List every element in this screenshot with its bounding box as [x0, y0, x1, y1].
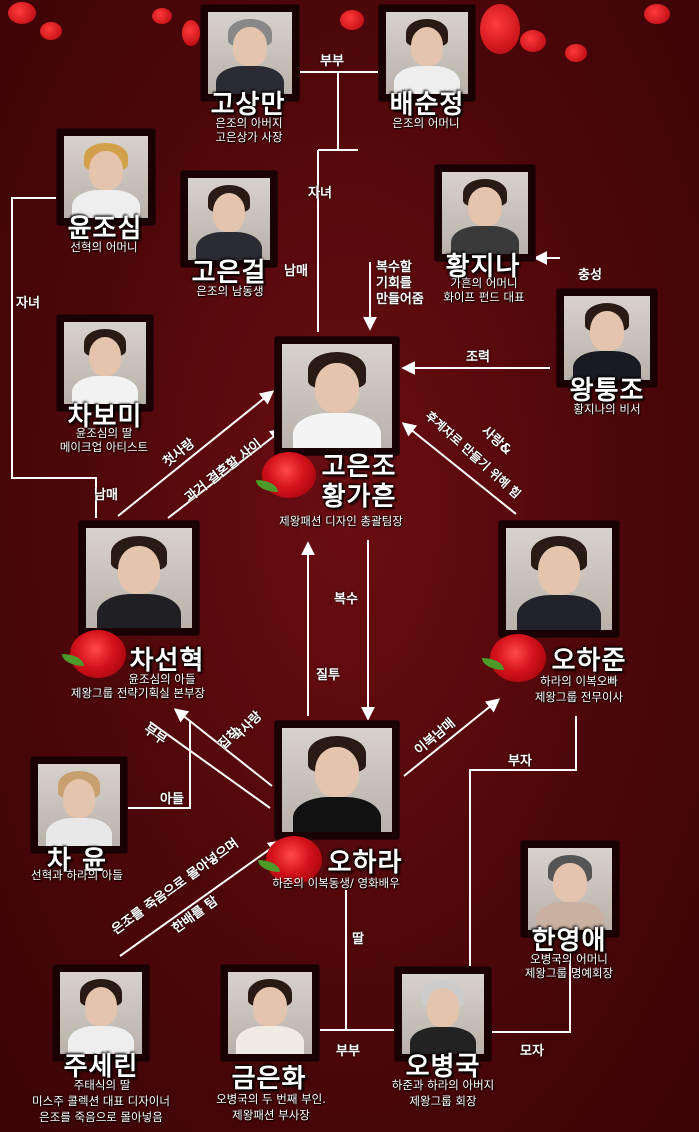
name-go-sangman: 고상만 — [210, 90, 286, 120]
desc-geum-eunhwa-2: 제왕패션 부사장 — [232, 1108, 310, 1122]
desc-cha-seonhyeok-1: 윤조심의 아들 — [128, 672, 196, 686]
label-nammae-left: 남매 — [94, 488, 118, 503]
name-cha-seonhyeok: 차선혁 — [129, 646, 205, 676]
photo-han-yeongae — [520, 840, 620, 938]
name-yun-josim: 윤조심 — [67, 214, 143, 244]
photo-cha-yun — [30, 756, 128, 854]
photo-ju-serin — [52, 964, 150, 1062]
desc-han-yeongae-1: 오병국의 어머니 — [530, 952, 608, 966]
desc-go-eunjo-1: 제왕패션 디자인 총괄팀장 — [279, 514, 403, 528]
name-geum-eunhwa: 금은화 — [231, 1064, 307, 1094]
photo-hwang-tungjo — [556, 288, 658, 388]
label-moja: 모자 — [520, 1044, 544, 1059]
name-bae-sunjeong: 배순정 — [389, 90, 465, 120]
label-nammae-top: 남매 — [284, 264, 308, 279]
photo-o-byeongguk — [394, 966, 492, 1062]
desc-o-byeongguk-2: 제왕그룹 회장 — [409, 1094, 477, 1108]
label-boksu-plan-2: 기회를 — [376, 276, 412, 291]
label-janyeo-top: 자녀 — [308, 186, 332, 201]
label-boksu-plan-1: 복수할 — [376, 260, 412, 275]
rose-decoration — [266, 836, 322, 884]
rose-petal-decoration — [520, 30, 546, 52]
label-joryeok: 조력 — [466, 350, 490, 365]
label-bubu-top: 부부 — [320, 54, 344, 69]
photo-o-hajun — [498, 520, 620, 638]
name-hwang-gaheun: 황가흔 — [321, 482, 397, 512]
name-go-eunjo: 고은조 — [321, 452, 397, 482]
photo-cha-bomi — [56, 314, 154, 412]
rose-petal-decoration — [340, 10, 364, 30]
rose-petal-decoration — [40, 22, 62, 40]
name-o-byeongguk: 오병국 — [405, 1052, 481, 1082]
desc-o-hajun-2: 제왕그룹 전무이사 — [534, 690, 624, 704]
photo-geum-eunhwa — [220, 964, 320, 1062]
photo-bae-sunjeong — [378, 4, 476, 102]
desc-geum-eunhwa-1: 오병국의 두 번째 부인. — [216, 1092, 326, 1106]
rose-petal-decoration — [565, 44, 587, 62]
desc-ju-serin-3: 은조를 죽음으로 몰아넣음 — [39, 1110, 163, 1124]
desc-go-sangman-2: 고은상가 사장 — [215, 130, 283, 144]
line-janyeo-left — [11, 197, 97, 518]
arrow-first-love — [117, 390, 275, 517]
name-hwang-jina: 황지나 — [445, 252, 521, 282]
desc-bae-sunjeong-1: 은조의 어머니 — [392, 116, 460, 130]
desc-cha-bomi-1: 윤조심의 딸 — [75, 426, 133, 440]
desc-cha-seonhyeok-2: 제왕그룹 전략기획실 본부장 — [70, 686, 206, 700]
rose-petal-decoration — [8, 2, 36, 24]
photo-go-sangman — [200, 4, 300, 102]
desc-hwang-jina-2: 화이프 펀드 대표 — [443, 290, 525, 304]
photo-cha-seonhyeok — [78, 520, 200, 636]
rose-decoration — [70, 630, 126, 678]
label-ttal: 딸 — [352, 932, 364, 947]
name-cha-bomi: 차보미 — [67, 402, 143, 432]
desc-o-hara-1: 하준의 이복동생/ 영화배우 — [272, 876, 400, 890]
rose-decoration — [490, 634, 546, 682]
photo-go-eunjo — [274, 336, 400, 456]
desc-ju-serin-2: 미스주 콜렉션 대표 디자이너 — [32, 1094, 170, 1108]
label-chungseong: 충성 — [578, 268, 602, 283]
name-hwang-tungjo: 왕퉁조 — [569, 376, 645, 406]
photo-yun-josim — [56, 128, 156, 226]
desc-hwang-tungjo-1: 황지나의 비서 — [573, 402, 641, 416]
name-o-hara: 오하라 — [327, 848, 403, 878]
name-ju-serin: 주세린 — [63, 1052, 139, 1082]
arrow-first-love-ex — [173, 708, 273, 787]
rose-petal-decoration — [152, 8, 172, 24]
label-bubu-bottom: 부부 — [336, 1044, 360, 1059]
arrow-past-marry — [167, 428, 285, 519]
desc-cha-bomi-2: 메이크업 아티스트 — [59, 440, 149, 454]
desc-han-yeongae-2: 제왕그룹 명예회장 — [524, 966, 614, 980]
arrow-love — [401, 422, 517, 515]
desc-go-sangman-1: 은조의 아버지 — [215, 116, 283, 130]
label-janyeo-left: 자녀 — [16, 296, 40, 311]
desc-cha-yun-1: 선혁과 하라의 아들 — [31, 868, 123, 882]
arrow-ibok — [403, 698, 501, 777]
photo-hwang-jina — [434, 164, 536, 262]
name-o-hajun: 오하준 — [551, 646, 627, 676]
rose-petal-decoration — [182, 20, 200, 46]
rose-petal-decoration — [644, 4, 670, 24]
desc-hwang-jina-1: 가흔의 어머니 — [450, 276, 518, 290]
photo-go-eungeol — [180, 170, 278, 268]
label-adeul: 아들 — [160, 792, 184, 807]
rose-petal-decoration — [480, 4, 520, 54]
name-go-eungeol: 고은걸 — [191, 258, 267, 288]
label-buja: 부자 — [508, 754, 532, 769]
name-han-yeongae: 한영애 — [531, 926, 607, 956]
desc-o-byeongguk-1: 하준과 하라의 아버지 — [391, 1078, 495, 1092]
desc-ju-serin-1: 주태식의 딸 — [73, 1078, 131, 1092]
name-cha-yun: 차 윤 — [47, 846, 107, 876]
photo-o-hara — [274, 720, 400, 840]
label-boksu-plan-3: 만들어줌 — [376, 292, 424, 307]
desc-go-eungeol-1: 은조의 남동생 — [196, 284, 264, 298]
desc-yun-josim-1: 선혁의 어머니 — [70, 240, 138, 254]
desc-o-hajun-1: 하라의 이복오빠 — [540, 674, 618, 688]
label-jiltu: 질투 — [316, 668, 340, 683]
label-boksu: 복수 — [334, 592, 358, 607]
